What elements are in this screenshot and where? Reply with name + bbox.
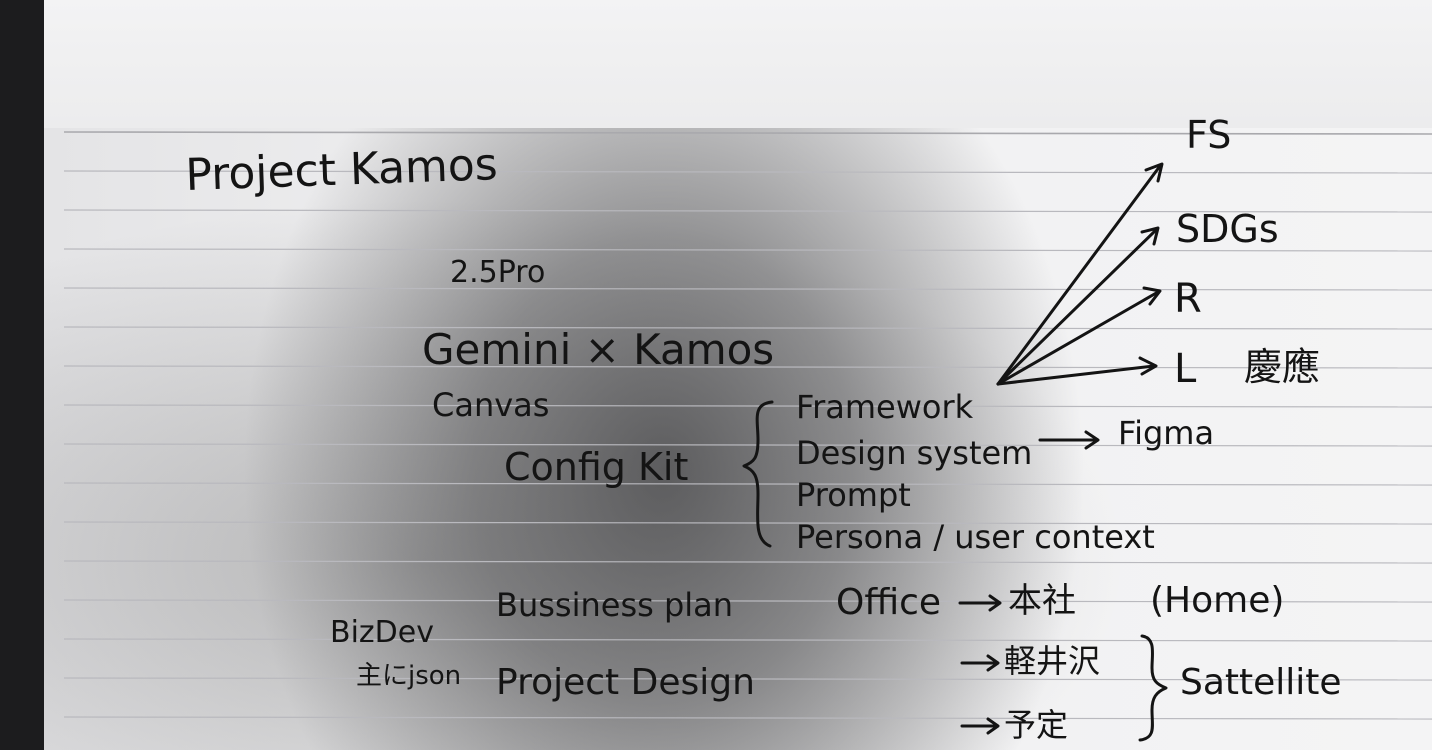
note-home-en: (Home) (1150, 580, 1284, 621)
ruled-line (63, 599, 1432, 603)
ruled-line (63, 326, 1432, 330)
branch-fs: FS (1186, 113, 1231, 157)
note-model: 2.5Pro (450, 255, 545, 290)
satellite-brace (1138, 634, 1168, 742)
note-config-kit: Config Kit (504, 445, 688, 489)
note-title: Project Kamos (185, 139, 499, 201)
ruled-line (63, 560, 1432, 564)
ruled-line (63, 287, 1432, 291)
note-figma: Figma (1118, 414, 1214, 452)
ruled-line (63, 170, 1432, 174)
arrow-office-home-head (988, 594, 1002, 612)
note-satellite: Sattellite (1180, 662, 1342, 703)
branch-r: R (1174, 276, 1202, 322)
note-bizdev: BizDev (330, 615, 434, 650)
kit-item-framework: Framework (796, 388, 974, 426)
note-business-plan: Bussiness plan (496, 586, 733, 624)
ruled-lines (63, 131, 1432, 720)
note-home-jp: 本社 (1008, 581, 1076, 621)
note-satellite-1: 軽井沢 (1004, 642, 1100, 680)
note-satellite-2: 予定 (1004, 706, 1068, 744)
branch-l: L (1174, 346, 1197, 392)
note-bizdev-sub: 主にjson (356, 661, 461, 691)
arrow-to-figma-head (1084, 430, 1100, 450)
arrow-satellite-1-head (986, 654, 1000, 672)
ruled-line (63, 404, 1432, 408)
ruled-line (63, 365, 1432, 369)
kit-item-design-system: Design system (796, 434, 1032, 472)
ruled-line (63, 482, 1432, 486)
branch-sdgs: SDGs (1176, 207, 1279, 251)
notebook-page (44, 0, 1432, 750)
note-gemini-kamos: Gemini × Kamos (422, 325, 774, 374)
ruled-line (63, 443, 1432, 447)
kit-item-persona: Persona / user context (796, 518, 1155, 556)
note-office: Office (836, 582, 941, 623)
ruled-line (63, 248, 1432, 252)
ruled-line (63, 521, 1432, 525)
ruled-line (63, 716, 1432, 720)
note-project-design: Project Design (496, 662, 755, 703)
ruled-line (63, 677, 1432, 681)
note-canvas: Canvas (432, 386, 549, 424)
ruled-line (63, 638, 1432, 642)
branch-arrows (996, 162, 1164, 386)
kit-item-prompt: Prompt (796, 476, 911, 514)
ruled-line (63, 131, 1432, 135)
arrow-satellite-2-head (986, 717, 1000, 735)
config-kit-brace (742, 400, 774, 548)
page-top-band (44, 0, 1432, 128)
ruled-line (63, 209, 1432, 213)
branch-l-note: 慶應 (1244, 345, 1320, 389)
